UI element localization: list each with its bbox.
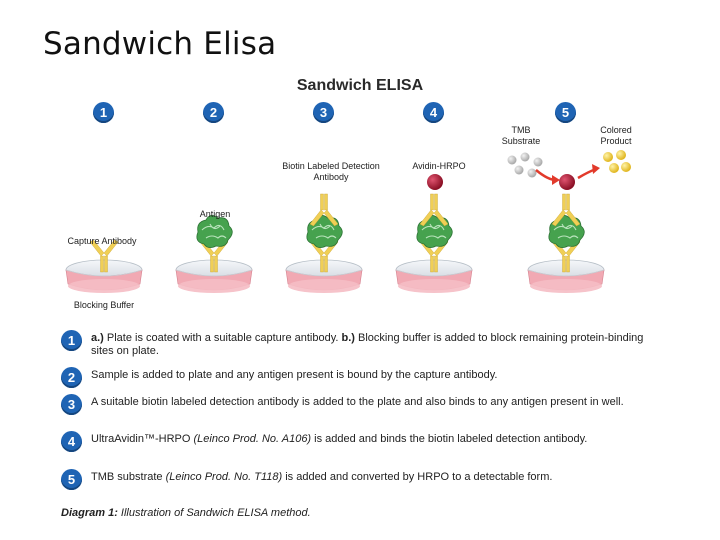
label-colored-product: Colored Product bbox=[600, 125, 632, 146]
desc-5-badge: 5 bbox=[61, 469, 82, 490]
antigen-4 bbox=[416, 214, 453, 249]
step-4-badge: 4 bbox=[423, 102, 444, 123]
well-5 bbox=[527, 259, 605, 294]
label-biotin-detection-antibody: Biotin Labeled Detection Antibody bbox=[282, 161, 380, 182]
step-1-badge: 1 bbox=[93, 102, 114, 123]
antigen-3 bbox=[306, 214, 343, 249]
step-2-badge: 2 bbox=[203, 102, 224, 123]
label-blocking-buffer: Blocking Buffer bbox=[73, 300, 135, 310]
diagram-title: Sandwich ELISA bbox=[296, 77, 424, 94]
avidin-hrpo-5 bbox=[559, 174, 575, 190]
step-3-badge: 3 bbox=[313, 102, 334, 123]
well-3 bbox=[285, 259, 363, 294]
desc-4-text: UltraAvidin™-HRPO (Leinco Prod. No. A106… bbox=[91, 433, 588, 445]
desc-2-text: Sample is added to plate and any antigen… bbox=[91, 369, 498, 381]
tmb-substrate-molecules bbox=[507, 152, 543, 178]
desc-1-badge: 1 bbox=[61, 330, 82, 351]
desc-2-badge: 2 bbox=[61, 367, 82, 388]
label-capture-antibody: Capture Antibody bbox=[67, 236, 137, 246]
diagram-caption: Diagram 1: Illustration of Sandwich ELIS… bbox=[61, 507, 311, 519]
colored-product-molecules bbox=[603, 150, 631, 173]
antigen-2 bbox=[196, 214, 233, 249]
avidin-hrpo-4 bbox=[427, 174, 443, 190]
desc-4-badge: 4 bbox=[61, 431, 82, 452]
antigen-5 bbox=[548, 214, 585, 249]
label-tmb-substrate: TMB Substrate bbox=[501, 125, 541, 146]
desc-3-text: A suitable biotin labeled detection anti… bbox=[91, 396, 624, 408]
label-avidin-hrpo: Avidin-HRPO bbox=[412, 161, 466, 171]
desc-1-text: a.) Plate is coated with a suitable capt… bbox=[91, 332, 644, 357]
slide-title: Sandwich Elisa bbox=[43, 26, 277, 62]
step-5-badge: 5 bbox=[555, 102, 576, 123]
well-1 bbox=[65, 259, 143, 294]
label-antigen: Antigen bbox=[199, 209, 231, 219]
well-4 bbox=[395, 259, 473, 294]
desc-3-badge: 3 bbox=[61, 394, 82, 415]
well-2 bbox=[175, 259, 253, 294]
desc-5-text: TMB substrate (Leinco Prod. No. T118) is… bbox=[91, 471, 553, 483]
